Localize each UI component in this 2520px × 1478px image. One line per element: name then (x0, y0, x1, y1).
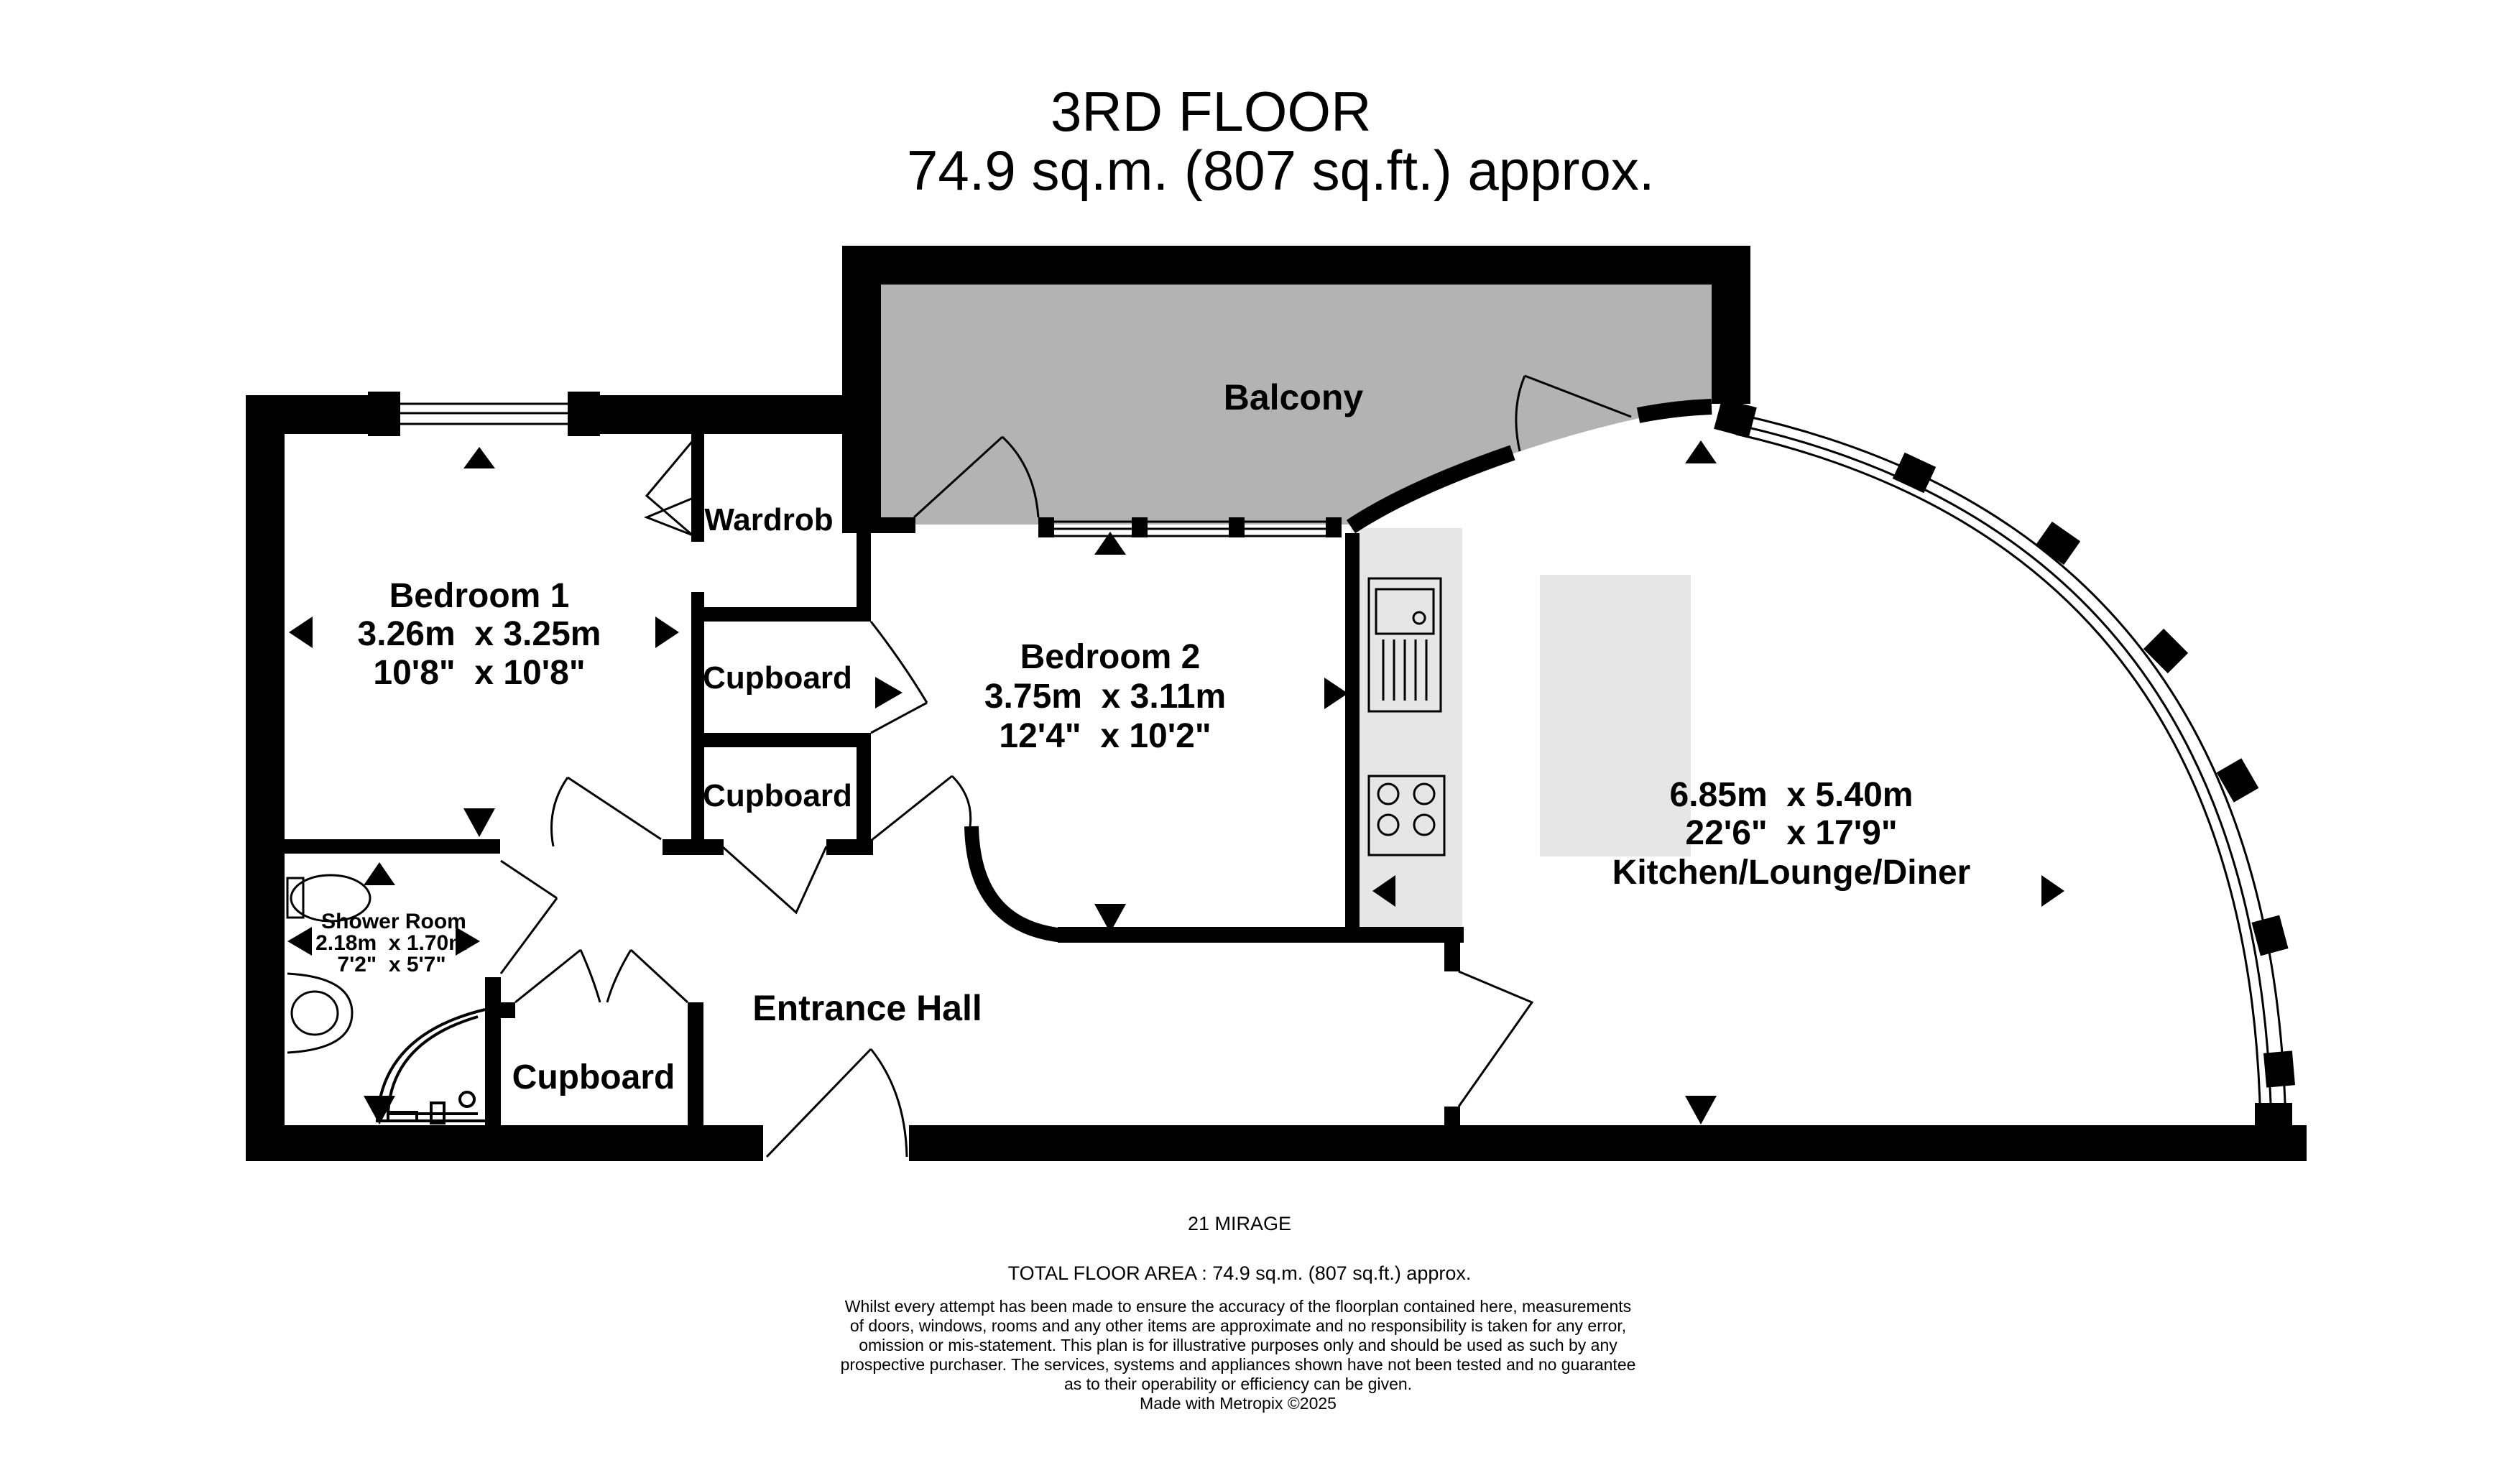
walls (246, 246, 2307, 1161)
entrance-hall-label: Entrance Hall (752, 988, 982, 1028)
cupboard-upper-label: Cupboard (703, 660, 852, 696)
bedroom1-metric: 3.26m x 3.25m (358, 615, 601, 653)
curved-window (1735, 414, 2286, 1104)
kitchen-island (1540, 575, 1691, 856)
dimension-arrows (287, 440, 2064, 1124)
hob (1367, 775, 1446, 856)
bedroom2-name: Bedroom 2 (1020, 638, 1201, 676)
cupboard-hall-label: Cupboard (512, 1058, 675, 1096)
wardrobe-label: Wardrob (704, 502, 833, 537)
floor-title: 3RD FLOOR (1051, 80, 1372, 143)
bedroom1-name: Bedroom 1 (389, 577, 570, 615)
cupboard-lower-label: Cupboard (703, 778, 852, 813)
balcony-label: Balcony (1224, 377, 1364, 417)
kitchen-sink (1367, 577, 1442, 713)
shower-metric: 2.18m x 1.70m (315, 931, 468, 955)
disclaimer-text: Whilst every attempt has been made to en… (840, 1297, 1636, 1413)
bedroom1-imperial: 10'8" x 10'8" (373, 654, 585, 692)
kitchen-metric: 6.85m x 5.40m (1670, 776, 1914, 814)
total-floor-area: TOTAL FLOOR AREA : 74.9 sq.m. (807 sq.ft… (1007, 1262, 1472, 1284)
kitchen-imperial: 22'6" x 17'9" (1685, 814, 1897, 852)
balcony-area (878, 285, 1712, 525)
windows (400, 402, 1326, 537)
basin (287, 972, 354, 1054)
floor-area-title: 74.9 sq.m. (807 sq.ft.) approx. (907, 139, 1655, 202)
property-name: 21 MIRAGE (1187, 1213, 1292, 1234)
kitchen-name: Kitchen/Lounge/Diner (1612, 854, 1971, 892)
bedroom2-imperial: 12'4" x 10'2" (999, 717, 1211, 755)
shower-name: Shower Room (321, 910, 466, 933)
toilet (286, 874, 371, 923)
shower-imperial: 7'2" x 5'7" (337, 953, 446, 976)
curved-walls (964, 399, 1712, 943)
shower-tray (375, 1008, 486, 1124)
door-swings (499, 374, 1632, 1158)
bedroom2-metric: 3.75m x 3.11m (984, 678, 1226, 716)
